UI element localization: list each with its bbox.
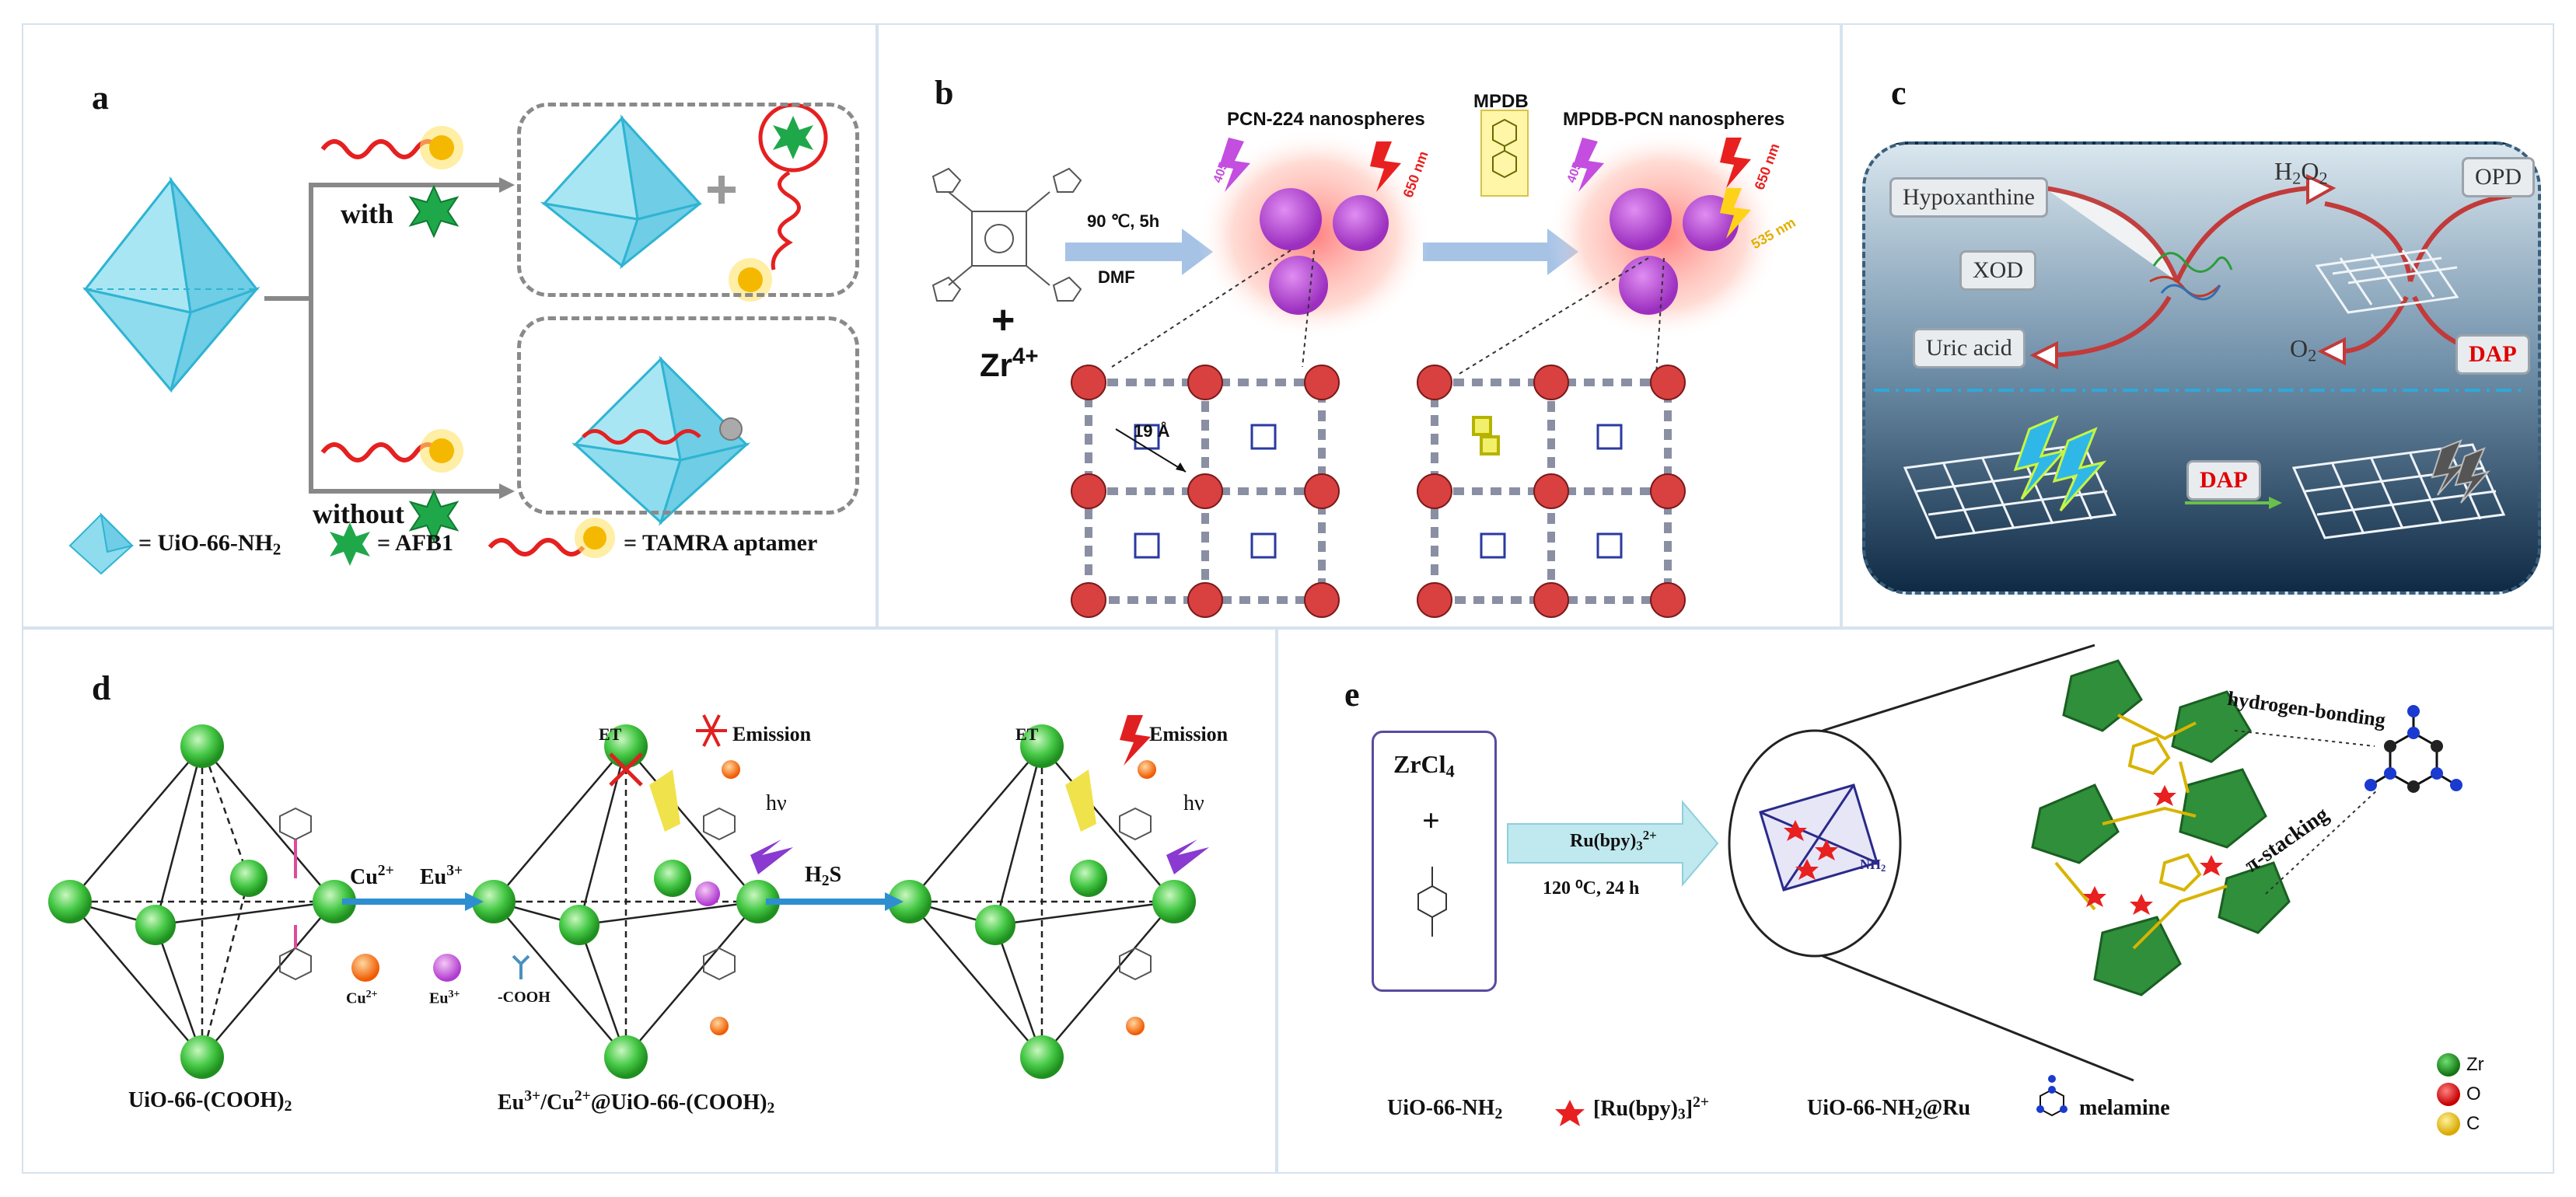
box-uric-acid: Uric acid [1913, 328, 2025, 368]
nanosheet-top [2315, 249, 2459, 314]
legend-element-o: O [2466, 1084, 2481, 1105]
fluorescence-bolts [2013, 415, 2107, 511]
panel-c: c [1841, 23, 2554, 628]
label-emission-1: Emission [732, 723, 812, 745]
box-dap-top: DAP [2455, 334, 2530, 375]
panel-e-graphics [1417, 644, 2462, 1136]
panel-d: d [22, 628, 1277, 1174]
box-dap-bottom: DAP [2186, 460, 2261, 501]
panel-c-label: c [1891, 74, 1907, 112]
framework-1 [48, 724, 356, 1079]
label-conditions-solvent: DMF [1098, 267, 1135, 287]
label-pcn-nanospheres: PCN-224 nanospheres [1227, 109, 1425, 130]
uio-ru-octahedron [1759, 783, 1879, 892]
name-eu-cu-uio: Eu3+/Cu2+@UiO-66-(COOH)2 [498, 1088, 775, 1117]
label-mpdb: MPDB [1473, 91, 1529, 112]
label-o2: O2 [2290, 334, 2317, 365]
panel-e: e [1277, 628, 2554, 1174]
label-nh2-octa: NH2 [1860, 857, 1886, 874]
label-plus-e: + [1422, 803, 1440, 838]
excitation-bolt-405b [1573, 138, 1604, 192]
name-uio-cooh: UiO-66-(COOH)2 [128, 1088, 292, 1115]
uio-crystal-large [82, 176, 260, 393]
quenched-emission-star [696, 714, 727, 747]
label-et-2: ET [1015, 724, 1039, 744]
emission-bolt-535 [1720, 188, 1751, 239]
box-opd: OPD [2462, 157, 2536, 197]
mof-crystal-structure [2031, 659, 2291, 996]
label-h2o2: H2O2 [2274, 157, 2328, 188]
label-hv-1: hν [766, 791, 787, 815]
legend-ru-complex: [Ru(bpy)3]2+ [1593, 1094, 1710, 1123]
label-eu-arrow: Eu3+ [420, 863, 463, 889]
label-zr: Zr4+ [980, 344, 1039, 384]
mof-grid-pcn [1071, 365, 1340, 618]
mof-grid-mpdb-pcn [1417, 365, 1686, 618]
panel-d-label: d [92, 669, 111, 707]
legend-uio-nh2: UiO-66-NH2 [1387, 1096, 1503, 1122]
panel-d-graphics [48, 714, 1209, 1079]
panel-e-label: e [1344, 675, 1360, 714]
afb1-star-with [408, 184, 460, 239]
legend-cu: Cu2+ [346, 989, 378, 1007]
quenched-bolts [2431, 439, 2490, 504]
porphyrin-molecule [931, 167, 1082, 302]
label-et-1: ET [599, 724, 622, 744]
legend-melamine: melamine [2079, 1096, 2170, 1120]
label-pore-size: 19 Å [1134, 421, 1170, 441]
box-xod: XOD [1959, 250, 2036, 291]
panel-b: b [877, 23, 1841, 628]
legend-element-c: C [2466, 1113, 2480, 1134]
emission-bolt-650a [1370, 141, 1401, 192]
legend-uio-crystal [68, 512, 134, 575]
framework-2 [472, 714, 793, 1079]
panel-b-label: b [935, 74, 954, 112]
afb1-star-without [408, 489, 460, 543]
label-ru-condition: Ru(bpy)32+ [1570, 828, 1657, 853]
label-zrcl4: ZrCl4 [1393, 750, 1455, 781]
legend-cooh: -COOH [498, 989, 551, 1006]
legend-afb1-text: = AFB1 [377, 530, 453, 556]
label-emission-2: Emission [1149, 723, 1229, 745]
label-plus: + [991, 298, 1015, 343]
panel-a: a [22, 23, 877, 628]
result-box-without [517, 316, 859, 515]
label-with: with [341, 198, 394, 229]
panel-a-graphics [68, 103, 828, 575]
legend-element-zr: Zr [2466, 1054, 2484, 1075]
box-hypoxanthine: Hypoxanthine [1889, 177, 2048, 218]
legend-uio-ru: UiO-66-NH2@Ru [1807, 1096, 1971, 1122]
label-temp-time: 120 ⁰C, 24 h [1543, 878, 1640, 899]
excitation-bolt-405a [1219, 138, 1250, 192]
panel-c-graphics [1874, 173, 2527, 539]
legend-eu: Eu3+ [429, 989, 460, 1007]
label-mpdb-pcn-nanospheres: MPDB-PCN nanospheres [1563, 109, 1785, 130]
emission-bolt-650b [1720, 138, 1751, 188]
result-box-with [517, 103, 859, 297]
panel-b-graphics [931, 110, 1781, 618]
label-conditions-temp: 90 ℃, 5h [1087, 211, 1160, 231]
precursor-box [1372, 731, 1497, 992]
label-cu-arrow: Cu2+ [350, 863, 394, 889]
legend-afb1-star [330, 522, 370, 566]
legend-uio-text: = UiO-66-NH2 [138, 530, 281, 559]
xod-enzyme [2149, 252, 2233, 301]
nanosheet-bottom-right [2291, 443, 2506, 539]
label-without: without [313, 498, 405, 529]
label-hv-2: hν [1183, 791, 1204, 815]
framework-3 [888, 715, 1209, 1079]
panel-a-label: a [92, 79, 109, 117]
uio-crystal-top [540, 114, 702, 270]
legend-tamra-text: = TAMRA aptamer [624, 530, 818, 556]
label-h2s-arrow: H2S [805, 863, 842, 889]
